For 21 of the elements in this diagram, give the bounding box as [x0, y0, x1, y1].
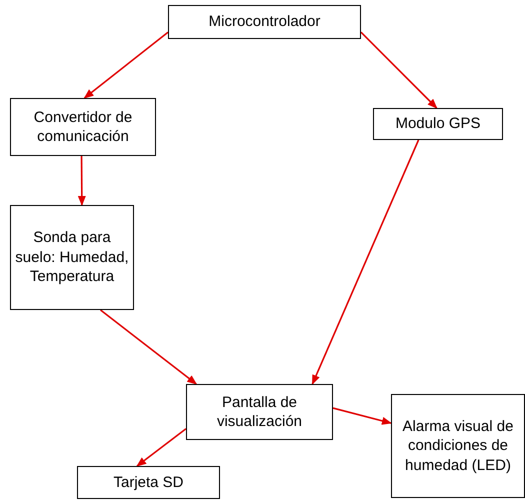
process-box: [373, 108, 503, 140]
box-label: Tarjeta SD: [113, 472, 184, 492]
box-label: Alarma visual de condiciones de humedad (LED): [402, 416, 514, 476]
process-box: [168, 5, 361, 39]
process-box: [10, 205, 134, 310]
process-box: [186, 384, 333, 440]
process-box: [10, 98, 156, 156]
box-label: Microcontrolador: [208, 12, 320, 32]
arrow: [136, 428, 186, 467]
arrow: [78, 156, 86, 206]
box-label: Modulo GPS: [395, 114, 481, 134]
process-box: [391, 394, 525, 498]
box-label: Convertidor de comunicación: [32, 108, 134, 146]
arrow: [332, 407, 392, 425]
box-label: Sonda para suelo: Humedad, Temperatura: [15, 228, 129, 287]
arrow: [312, 140, 420, 385]
arrow: [360, 32, 438, 109]
arrow: [84, 32, 168, 99]
process-box: [77, 466, 220, 499]
box-label: Pantalla de visualización: [216, 392, 304, 432]
arrow: [100, 309, 198, 385]
